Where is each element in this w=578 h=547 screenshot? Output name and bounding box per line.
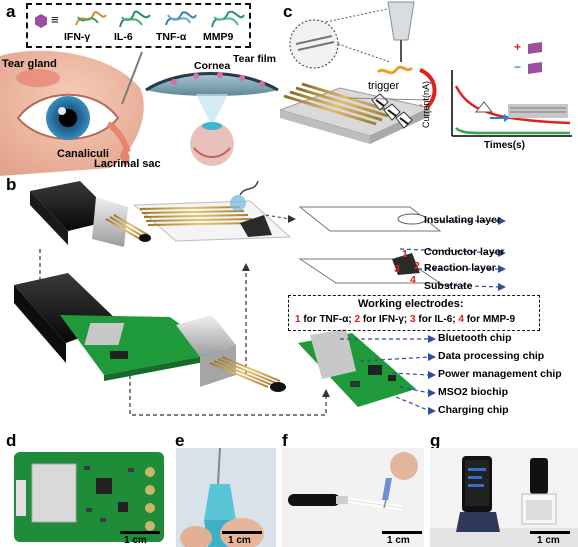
we-num-1: 1 <box>295 314 301 325</box>
we-text-2: for IFN-γ; <box>360 314 411 325</box>
scalebar-d <box>120 531 160 534</box>
scalebar-f-label: 1 cm <box>387 535 410 546</box>
legend-tnf-alpha: TNF-α <box>156 31 187 43</box>
photo-device-needle <box>282 448 424 547</box>
label-reaction-layer: Reaction layer <box>424 262 496 274</box>
panel-label-c: c <box>283 2 293 21</box>
device-exploded-illustration <box>14 180 506 416</box>
we-num-4: 4 <box>458 314 464 325</box>
panel-b: Insulating layer Conductor layer Reactio… <box>0 175 578 430</box>
device-needle-image <box>282 448 424 547</box>
we-text-4: for MMP-9 <box>463 314 516 325</box>
label-mso2-biochip: MSO2 biochip <box>438 386 509 398</box>
we-text-3: for IL-6; <box>415 314 459 325</box>
working-electrodes-box <box>288 295 540 331</box>
legend-equiv-symbol: ≡ <box>51 12 59 27</box>
label-trigger: trigger <box>368 80 400 92</box>
legend-mmp9: MMP9 <box>203 31 234 43</box>
plot-legend-plus: + <box>514 40 522 54</box>
legend-ifn-gamma: IFN-γ <box>64 31 91 43</box>
scalebar-e <box>222 531 262 534</box>
pcb-board-image <box>14 452 164 542</box>
label-power-management-chip: Power management chip <box>438 368 562 380</box>
we-text-1: for TNF-α; <box>300 314 355 325</box>
panel-label-b: b <box>6 175 17 194</box>
label-tear-film: Tear film <box>233 53 276 65</box>
label-substrate: Substrate <box>424 280 473 292</box>
label-data-processing-chip: Data processing chip <box>438 350 545 362</box>
panel-label-d: d <box>6 431 17 450</box>
electrode-number-3: 3 <box>394 263 400 275</box>
label-conductor-layer: Conductor layer <box>424 246 505 258</box>
label-tear-gland: Tear gland <box>2 58 57 70</box>
electrode-number-2: 2 <box>414 260 420 272</box>
panel-c: trigger Current(nA) Times(s) + − <box>280 0 578 175</box>
panel-label-f: f <box>282 431 288 450</box>
scalebar-g <box>530 531 570 534</box>
current-plot <box>451 42 572 137</box>
scalebar-g-label: 1 cm <box>537 535 560 546</box>
panel-label-g: g <box>430 431 441 450</box>
we-num-3: 3 <box>410 314 416 325</box>
legend-il-6: IL-6 <box>114 31 133 43</box>
electrode-number-1: 1 <box>402 248 408 260</box>
eye-illustration <box>0 50 279 176</box>
plot-legend-minus: − <box>514 60 522 74</box>
photo-needle <box>176 448 276 547</box>
scalebar-e-label: 1 cm <box>228 535 251 546</box>
plot-xlabel: Times(s) <box>484 140 525 151</box>
label-cornea: Cornea <box>194 60 231 72</box>
working-electrodes-list: 1 for TNF-α; 2 for IFN-γ; 3 for IL-6; 4 … <box>295 314 515 325</box>
scalebar-d-label: 1 cm <box>124 535 147 546</box>
photo-pcb <box>0 448 170 547</box>
biomarker-legend-hexagon-icon <box>34 14 48 33</box>
plot-ylabel: Current(nA) <box>421 80 431 128</box>
electrode-number-4: 4 <box>410 274 416 286</box>
label-bluetooth-chip: Bluetooth chip <box>438 332 512 344</box>
scalebar-f <box>382 531 422 534</box>
label-charging-chip: Charging chip <box>438 404 509 416</box>
label-lacrimal-sac: Lacrimal sac <box>94 158 161 170</box>
label-canaliculi: Canaliculi <box>57 148 109 160</box>
label-insulating-layer: Insulating layer <box>424 214 502 226</box>
protein-structures-icon <box>75 10 245 28</box>
panel-label-e: e <box>175 431 185 450</box>
panel-label-a: a <box>6 2 16 21</box>
needle-image <box>176 448 276 547</box>
working-electrodes-title: Working electrodes: <box>358 298 464 310</box>
sensor-trigger-illustration <box>280 1 572 144</box>
panel-a: ≡ IFN-γ IL-6 TNF-α MMP9 <box>0 0 280 176</box>
we-num-2: 2 <box>354 314 361 325</box>
biomarker-legend-box <box>26 3 251 48</box>
